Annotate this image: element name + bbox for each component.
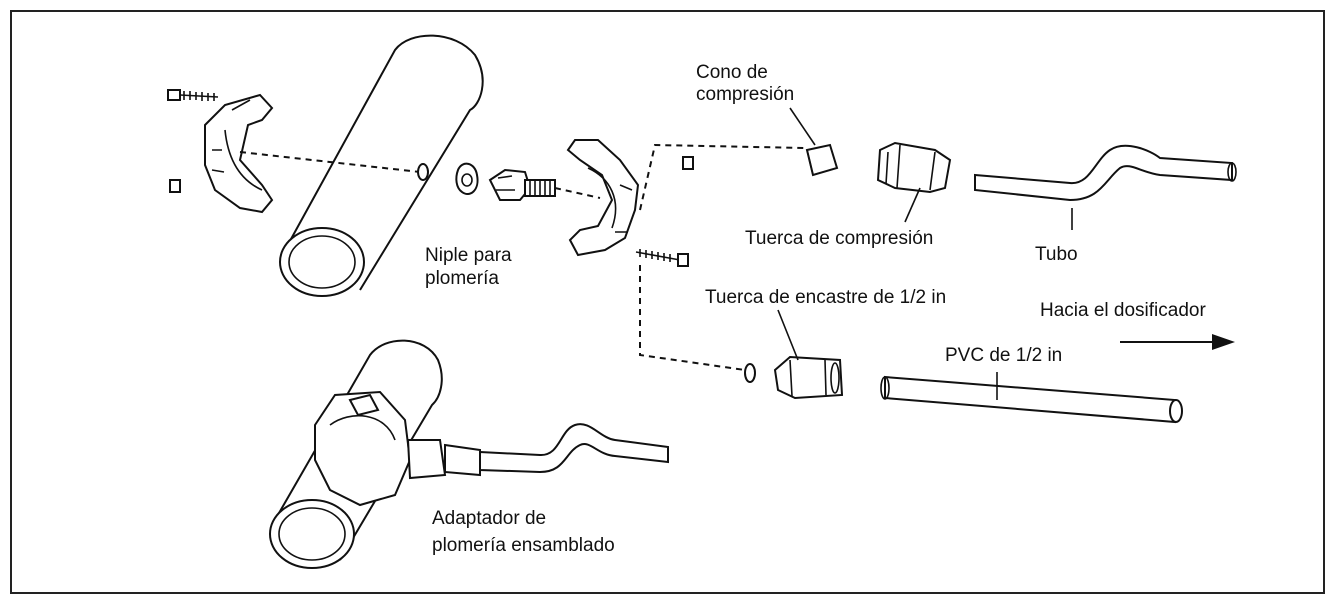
label-niple-line1: Niple para [425, 245, 512, 266]
label-tubo: Tubo [1035, 244, 1078, 265]
left-bolt [167, 89, 219, 101]
right-bolt [635, 249, 689, 267]
left-nut [169, 179, 181, 193]
plumbing-nipple [488, 168, 556, 201]
compression-cone [805, 143, 839, 177]
o-ring-small [417, 163, 429, 181]
label-tuerca-encastre: Tuerca de encastre de 1/2 in [705, 287, 947, 308]
dashed-guide-upper [639, 143, 806, 211]
label-hacia-dosificador: Hacia el dosificador [1040, 300, 1206, 321]
dashed-guide-lower [639, 265, 746, 371]
leader-cono [789, 107, 816, 146]
label-cono-line2: compresión [696, 84, 795, 105]
compression-nut [876, 141, 952, 194]
upper-small-nut [682, 156, 694, 170]
leader-tuerca-compresion [904, 187, 921, 223]
main-pipe [279, 34, 484, 297]
diagram-frame [10, 10, 1325, 594]
label-niple-line2: plomería [425, 268, 499, 289]
label-pvc: PVC de 1/2 in [945, 345, 1063, 366]
label-tuerca-compresion: Tuerca de compresión [745, 228, 934, 249]
dashed-guide-left [239, 151, 421, 173]
arrow-to-dosifier [1120, 334, 1235, 350]
pvc-pipe [880, 375, 1183, 424]
gasket [455, 162, 479, 195]
right-saddle-clamp [566, 139, 640, 257]
leader-tuerca-encastre [777, 309, 799, 361]
left-saddle-clamp [204, 93, 274, 214]
fitting-nut [773, 355, 844, 400]
label-adaptador-line2: plomería ensamblado [432, 535, 615, 556]
label-adaptador-line1: Adaptador de [432, 508, 547, 529]
tube [974, 144, 1237, 202]
lower-o-ring [744, 363, 756, 383]
label-cono-line1: Cono de [696, 62, 768, 83]
dashed-guide-nipple [554, 187, 601, 199]
assembled-adapter [269, 339, 669, 569]
